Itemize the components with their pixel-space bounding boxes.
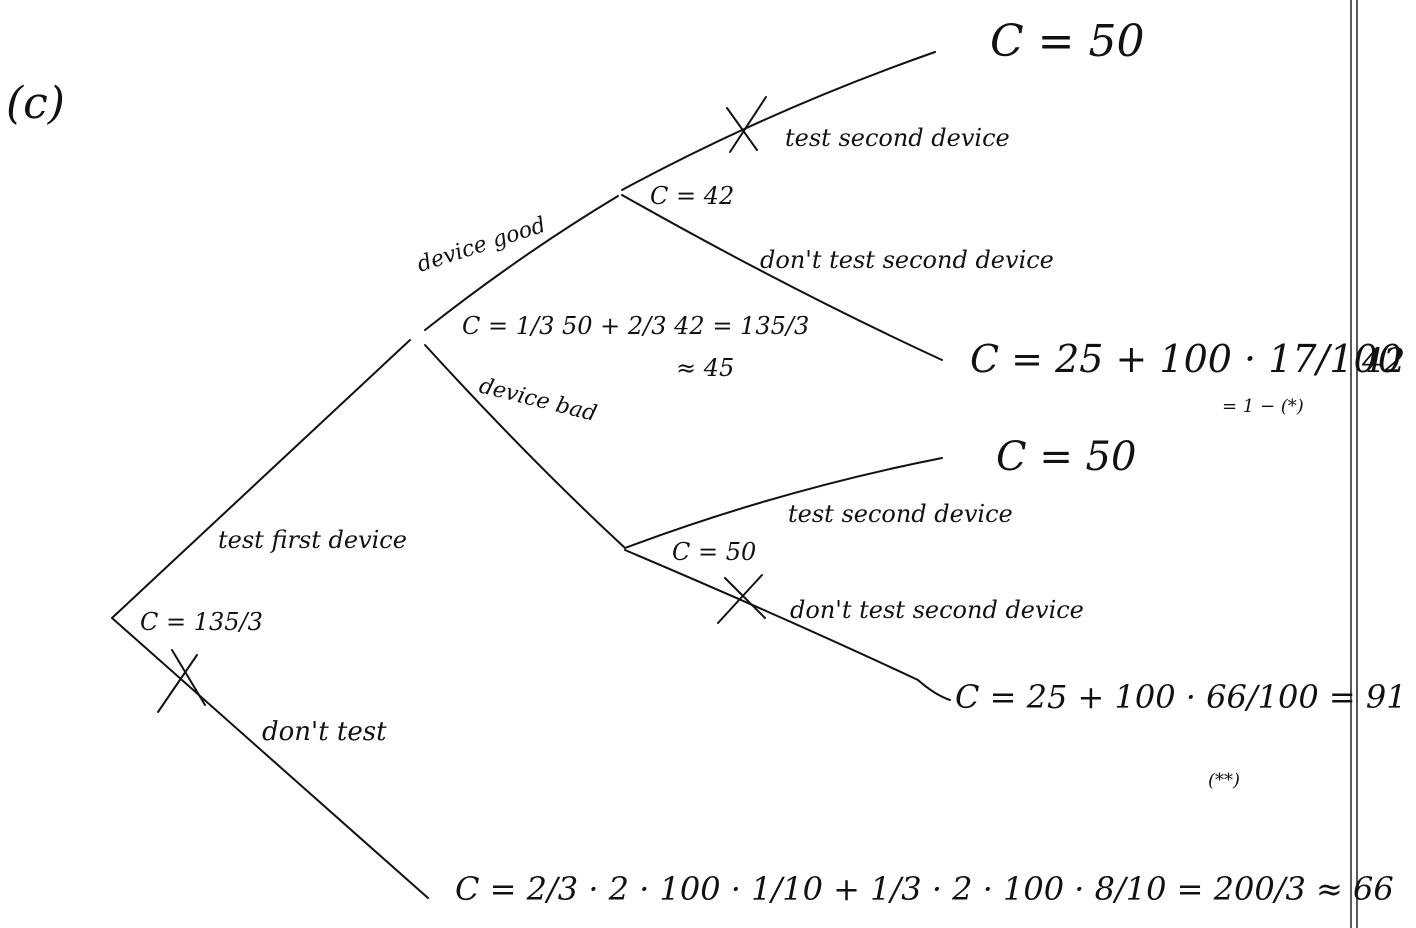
outcome-top-dont-test-note: = 1 − (*)	[1222, 396, 1304, 417]
part-label: (c)	[6, 78, 65, 129]
label-dont-test-second-device-bottom: don't test second device	[790, 596, 1084, 624]
node-chance-cost: C = 1/3 50 + 2/3 42 = 135/3	[462, 312, 809, 340]
outcome-bottom-dont-test-note: (**)	[1208, 770, 1240, 791]
edge-dont-test-second-device-bottom	[624, 549, 951, 701]
outcome-top-dont-test-expr: C = 25 + 100 · 17/100 =	[970, 337, 1416, 381]
label-device-good: device good	[414, 213, 549, 278]
label-test-second-device-bottom: test second device	[788, 500, 1013, 528]
edge-device-good	[424, 195, 619, 331]
label-test-first-device: test first device	[218, 526, 407, 554]
outcome-bottom-dont-test-expr: C = 25 + 100 · 66/100 = 91	[955, 678, 1407, 716]
edge-dont-test	[111, 617, 429, 899]
cross-mark-root	[157, 649, 206, 713]
node-good-cost: C = 42	[650, 182, 734, 210]
outcome-bottom-test: C = 50	[996, 434, 1136, 480]
node-root-cost: C = 135/3	[140, 608, 263, 636]
edge-device-bad	[424, 344, 626, 549]
edge-test-first-device	[111, 339, 411, 619]
tree-edges	[111, 51, 951, 899]
label-test-second-device-top: test second device	[785, 124, 1010, 152]
edge-test-second-device-bottom	[624, 457, 943, 549]
node-bad-cost: C = 50	[672, 538, 756, 566]
cross-mark-bottom	[717, 574, 766, 624]
outcome-top-test: C = 50	[990, 16, 1145, 67]
edge-dont-test-second-device-top	[621, 194, 943, 361]
edge-test-second-device-top	[621, 51, 936, 191]
label-dont-test: don't test	[262, 717, 387, 747]
cross-mark-top	[726, 96, 767, 153]
node-chance-approx: ≈ 45	[676, 354, 734, 382]
label-dont-test-second-device-top: don't test second device	[760, 246, 1054, 274]
outcome-top-dont-test-result: 42	[1361, 341, 1405, 381]
outcome-no-test-expr: C = 2/3 · 2 · 100 · 1/10 + 1/3 · 2 · 100…	[455, 870, 1394, 908]
